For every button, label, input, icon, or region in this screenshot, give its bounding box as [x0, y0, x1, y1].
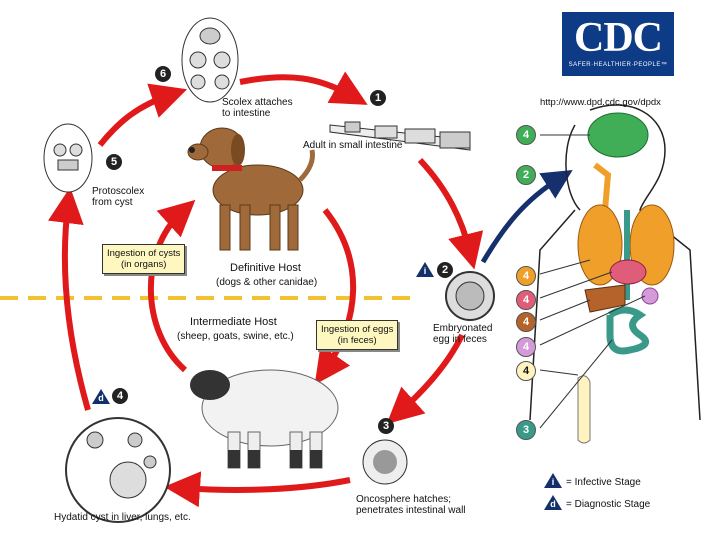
arrow-eggs-to-sheep — [314, 208, 357, 385]
arrow-5-to-6 — [97, 83, 188, 147]
cdc-tagline: SAFER·HEALTHIER·PEOPLE™ — [568, 62, 668, 68]
oncosphere-drawing — [362, 439, 408, 485]
arrow-to-human — [480, 170, 573, 264]
human-marker-liver: 4 — [516, 312, 536, 332]
diagnostic-stage-icon — [92, 389, 110, 404]
intermediate-host-title: Intermediate Host — [190, 316, 277, 328]
human-figure-drawing — [529, 104, 701, 444]
adult-worm-drawing — [329, 121, 471, 151]
step-badge-2: 2 — [437, 262, 453, 278]
arrow-3-to-4 — [164, 471, 351, 508]
definitive-host-title: Definitive Host — [230, 262, 301, 274]
sheep-drawing — [190, 369, 339, 469]
brain-organ — [587, 112, 649, 158]
bone-drawing — [577, 375, 591, 444]
infective-stage-icon — [416, 262, 434, 277]
scolex-label: Scolex attaches to intestine — [222, 97, 293, 119]
step-badge-3: 3 — [378, 418, 394, 434]
arrow-6-to-1 — [239, 71, 368, 105]
arrow-4-to-5 — [47, 187, 91, 411]
human-marker-stomach: 4 — [516, 290, 536, 310]
protoscolex-label: Protoscolex from cyst — [92, 186, 145, 208]
legend-diagnostic-icon — [544, 495, 562, 510]
cdc-url[interactable]: http://www.dpd.cdc.gov/dpdx — [540, 97, 661, 108]
cdc-logo-text: CDC — [574, 15, 663, 61]
intestine-organ — [606, 306, 649, 355]
human-marker-3: 3 — [516, 420, 536, 440]
step-badge-1: 1 — [370, 90, 386, 106]
step-badge-5: 5 — [106, 154, 122, 170]
human-marker-lung: 4 — [516, 266, 536, 286]
step-badge-4: 4 — [112, 388, 128, 404]
embryonated-egg-label: Embryonated egg in feces — [433, 323, 493, 345]
step-badge-6: 6 — [155, 66, 171, 82]
arrow-sheep-to-dog — [147, 199, 196, 373]
spleen-organ — [641, 287, 659, 305]
legend-infective-label: = Infective Stage — [566, 477, 641, 488]
infective-stage-letter: i — [423, 266, 427, 276]
adult-label: Adult in small intestine — [303, 140, 403, 151]
egg-drawing — [445, 271, 495, 321]
stomach-organ — [609, 259, 647, 285]
legend-infective-letter: i — [551, 477, 555, 487]
ingestion-eggs-box: Ingestion of eggs (in feces) — [316, 320, 399, 350]
legend-infective-icon — [544, 473, 562, 488]
oncosphere-label: Oncosphere hatches; penetrates intestina… — [356, 494, 466, 516]
cdc-logo: CDC SAFER·HEALTHIER·PEOPLE™ — [562, 12, 674, 76]
ingestion-cysts-box: Ingestion of cysts (in organs) — [102, 244, 186, 274]
hydatid-cyst-label: Hydatid cyst in liver, lungs, etc. — [54, 512, 191, 523]
legend-diagnostic-letter: d — [550, 499, 556, 509]
arrow-2-to-3 — [386, 333, 465, 425]
human-marker-2: 2 — [516, 165, 536, 185]
human-marker-bone: 4 — [516, 361, 536, 381]
protoscolex-drawing — [43, 123, 93, 193]
human-marker-spleen: 4 — [516, 337, 536, 357]
legend-diagnostic-label: = Diagnostic Stage — [566, 499, 651, 510]
arrow-1-to-2 — [417, 157, 484, 270]
intermediate-host-subtitle: (sheep, goats, swine, etc.) — [177, 331, 294, 342]
scolex-drawing — [181, 17, 239, 103]
diagnostic-stage-letter: d — [98, 393, 104, 403]
left-lung — [577, 204, 623, 286]
throat-organ — [593, 162, 612, 211]
hydatid-cyst-drawing — [65, 417, 171, 523]
definitive-host-subtitle: (dogs & other canidae) — [216, 277, 318, 288]
human-marker-brain: 4 — [516, 125, 536, 145]
dog-drawing — [187, 127, 315, 251]
